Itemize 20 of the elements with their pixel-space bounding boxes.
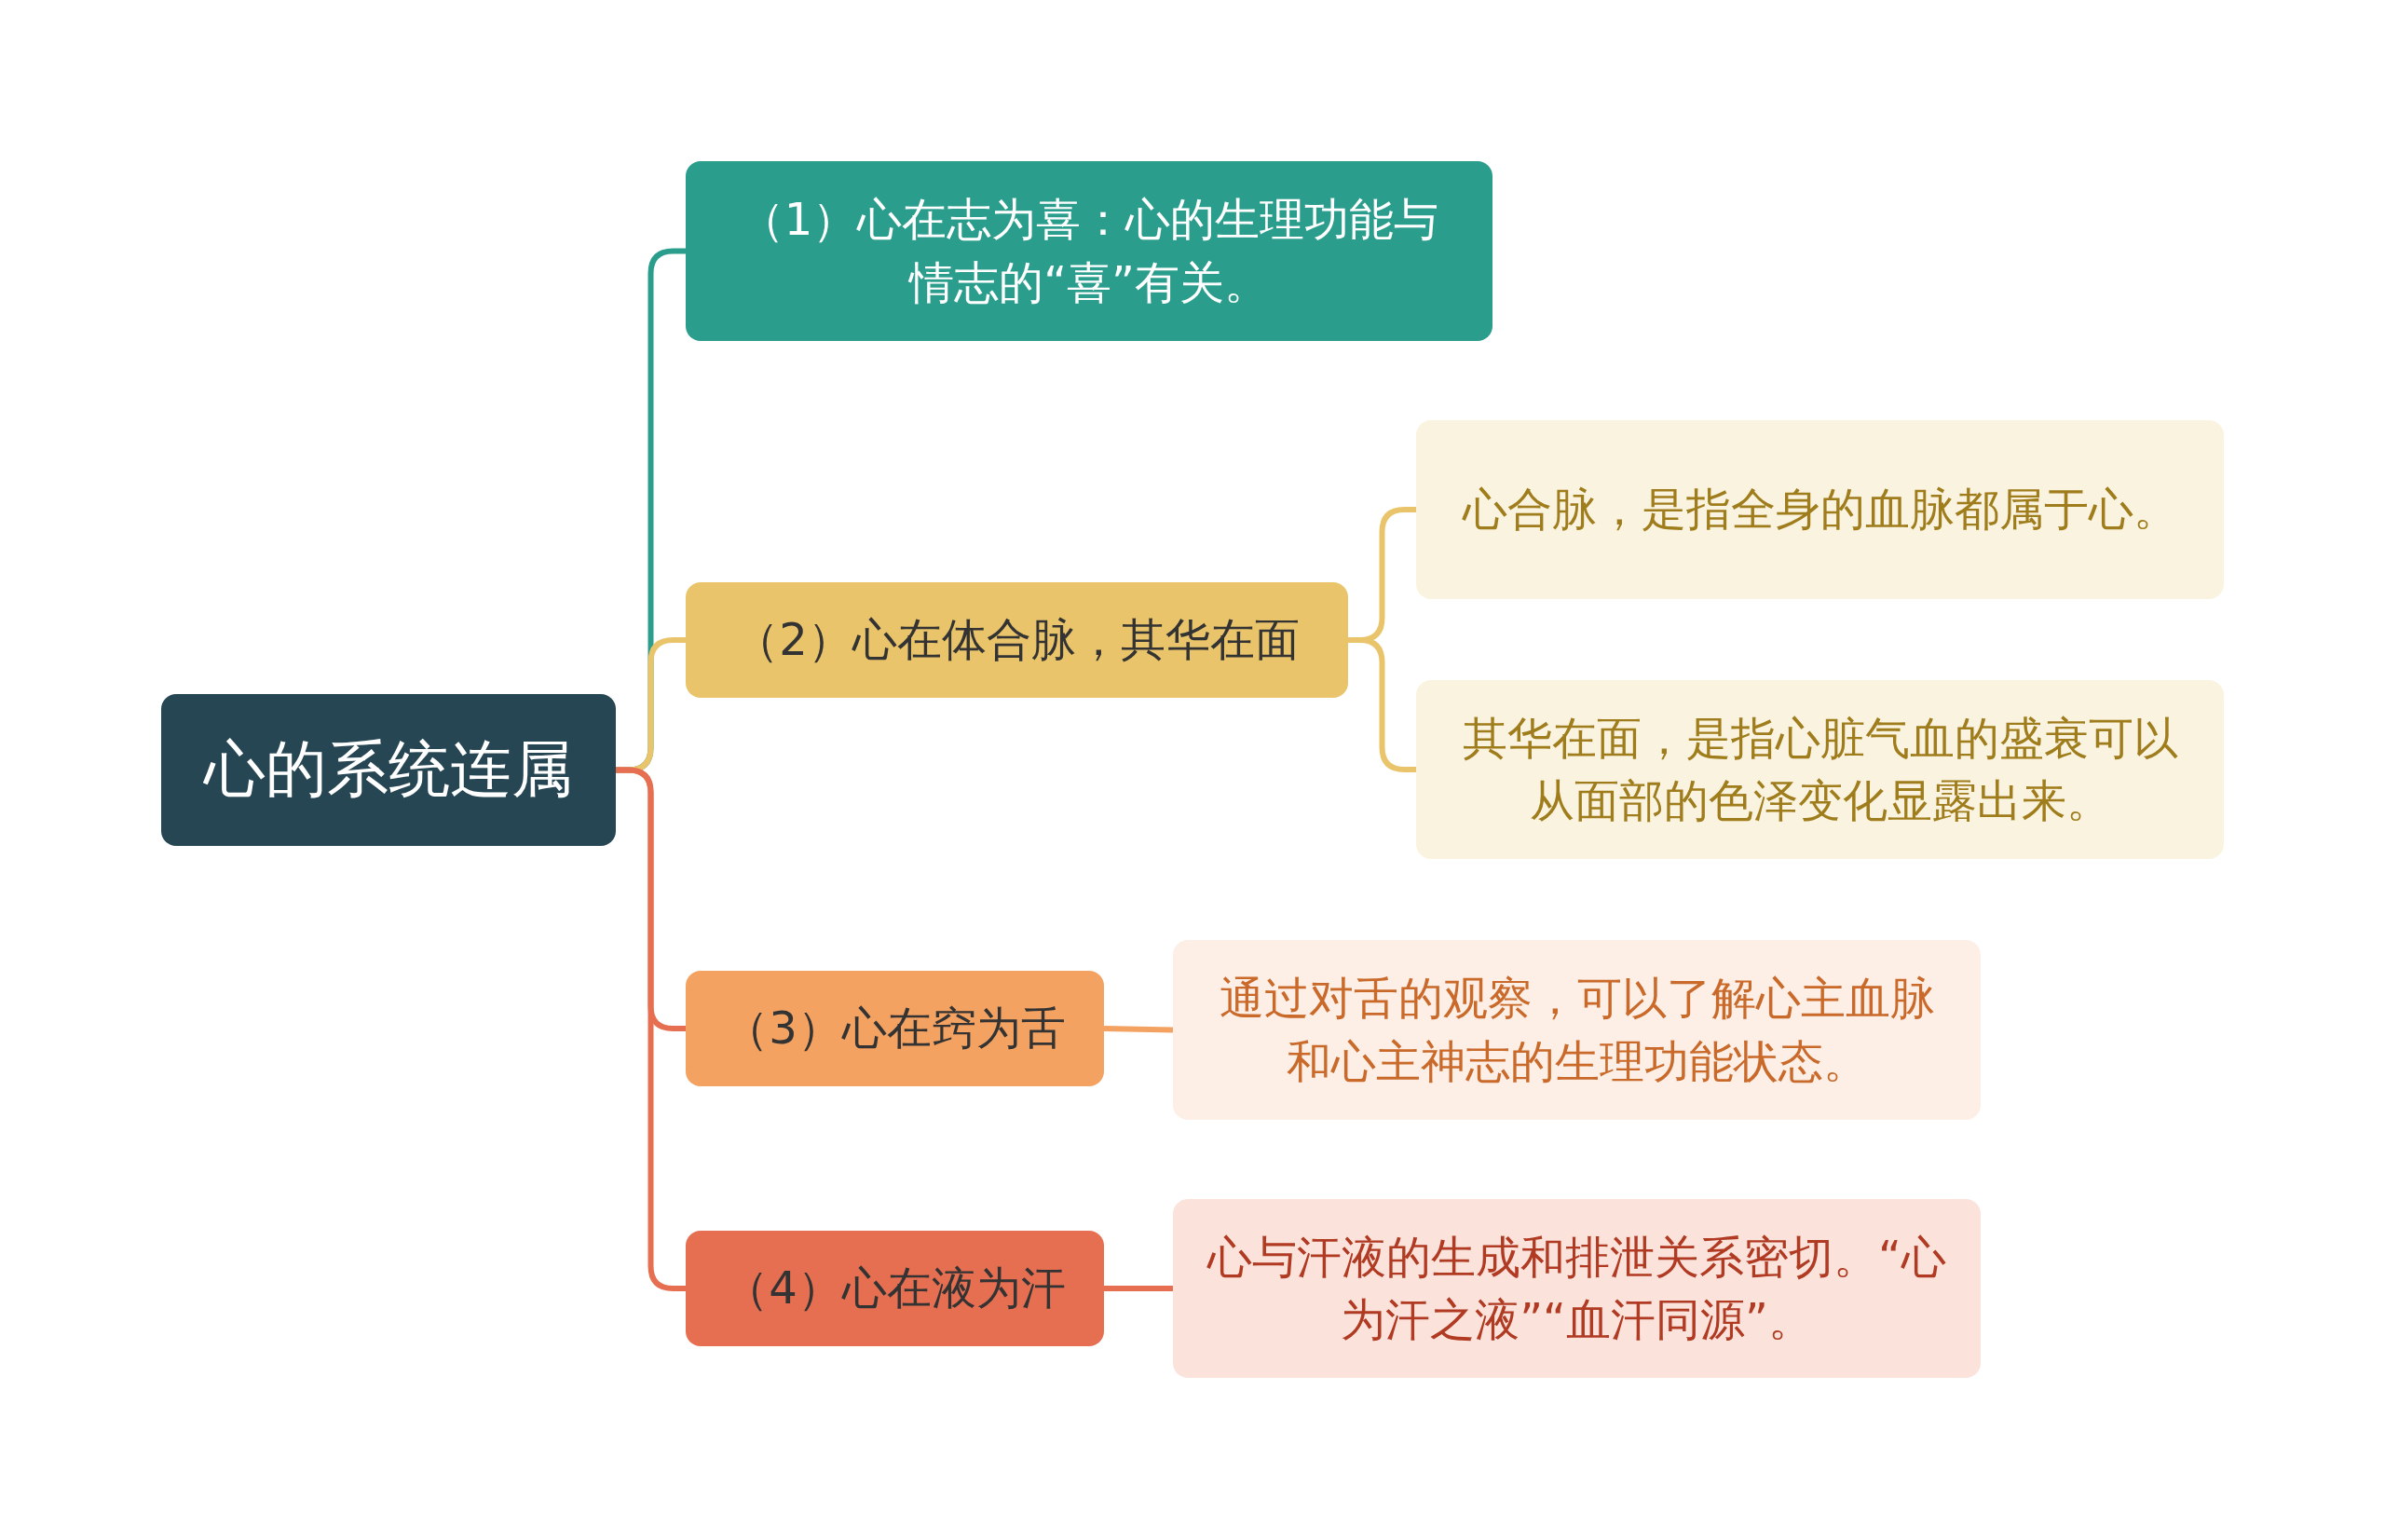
- topic-text: （2）心在体合脉，其华在面: [734, 612, 1300, 668]
- topic-text: （3）心在窍为舌: [724, 1001, 1066, 1056]
- topic-text: 心合脉，是指全身的血脉都属于心。: [1462, 482, 2178, 538]
- connector-line: [1104, 1286, 1173, 1291]
- topic-text: 其华在面，是指心脏气血的盛衰可以从面部的色泽变化显露出来。: [1461, 710, 2179, 828]
- connector-line: [1103, 1026, 1174, 1033]
- topic-box: [686, 1231, 1104, 1346]
- topic-box: [686, 971, 1104, 1086]
- subtopic-box: [1416, 680, 2224, 859]
- root-topic-box: [161, 694, 616, 846]
- topic-box: [686, 582, 1348, 698]
- subtopic-box: [1173, 1199, 1981, 1378]
- topic-text: （1）心在志为喜：心的生理功能与情志的“喜”有关。: [738, 192, 1440, 310]
- topic-box: [686, 161, 1492, 341]
- topic-text: 心的系统连属: [204, 732, 573, 808]
- subtopic-box: [1416, 420, 2224, 599]
- topic-text: （4）心在液为汗: [724, 1261, 1066, 1316]
- subtopic-box: [1173, 940, 1981, 1120]
- topic-text: 通过对舌的观察，可以了解心主血脉和心主神志的生理功能状态。: [1218, 971, 1936, 1089]
- topic-text: 心与汗液的生成和排泄关系密切。“心为汗之液”“血汗同源”。: [1206, 1229, 1947, 1347]
